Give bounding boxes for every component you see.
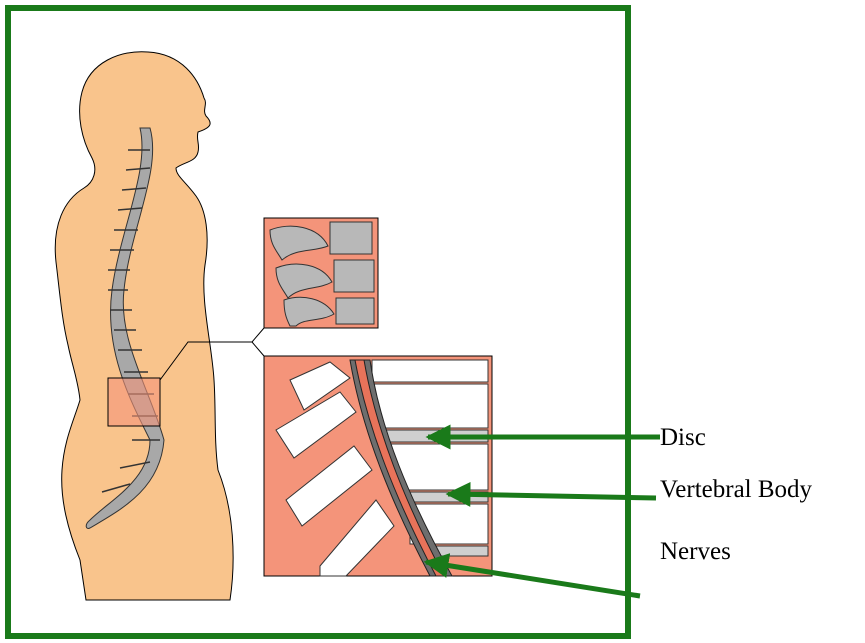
nerves-label: Nerves — [660, 538, 731, 566]
nerves-arrow — [426, 562, 640, 596]
inset-large — [264, 356, 492, 576]
lumbar-highlight-box — [108, 378, 160, 426]
zoom-connector-lower — [252, 342, 264, 356]
inset-small — [264, 218, 378, 328]
vertebral-body-label: Vertebral Body — [660, 476, 812, 504]
disc-label: Disc — [660, 424, 706, 452]
